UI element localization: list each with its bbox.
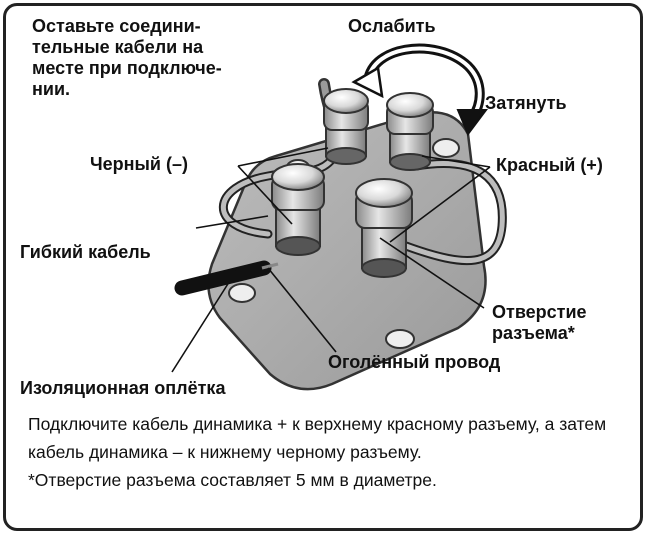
- terminal-post-top-right: [386, 92, 434, 171]
- terminal-post-bottom-left: [271, 163, 325, 256]
- mount-hole-bottom-right: [385, 329, 415, 349]
- label-terminal-hole: Отверстие разъема*: [492, 302, 587, 343]
- label-bare-wire: Оголённый провод: [328, 352, 501, 372]
- diagram-frame: Оставьте соедини- тельные кабели на мест…: [3, 3, 643, 531]
- leader-lines: [171, 147, 491, 373]
- label-flexible-cable: Гибкий кабель: [20, 242, 151, 262]
- loosen-arrowhead: [351, 65, 384, 99]
- note-keep-jumper-cables: Оставьте соедини- тельные кабели на мест…: [32, 16, 222, 99]
- label-insulation-sheath: Изоляционная оплётка: [20, 378, 226, 398]
- instructions-main: Подключите кабель динамика + к верхнему …: [28, 414, 607, 462]
- label-black-negative: Черный (–): [90, 154, 188, 174]
- tighten-arrowhead: [456, 109, 488, 136]
- speaker-cable-black: [174, 260, 272, 296]
- instructions-footnote: *Отверстие разъема составляет 5 мм в диа…: [28, 470, 437, 490]
- label-loosen: Ослабить: [348, 16, 436, 36]
- speaker-terminal-illustration: [171, 43, 507, 391]
- terminal-post-bottom-right: [355, 178, 413, 278]
- mount-hole-top-right: [432, 138, 460, 158]
- label-red-positive: Красный (+): [496, 155, 603, 175]
- mount-hole-bottom-left: [228, 283, 256, 303]
- terminal-post-top-left: [323, 88, 369, 165]
- instructions-text: Подключите кабель динамика + к верхнему …: [28, 410, 640, 494]
- label-tighten: Затянуть: [485, 93, 567, 113]
